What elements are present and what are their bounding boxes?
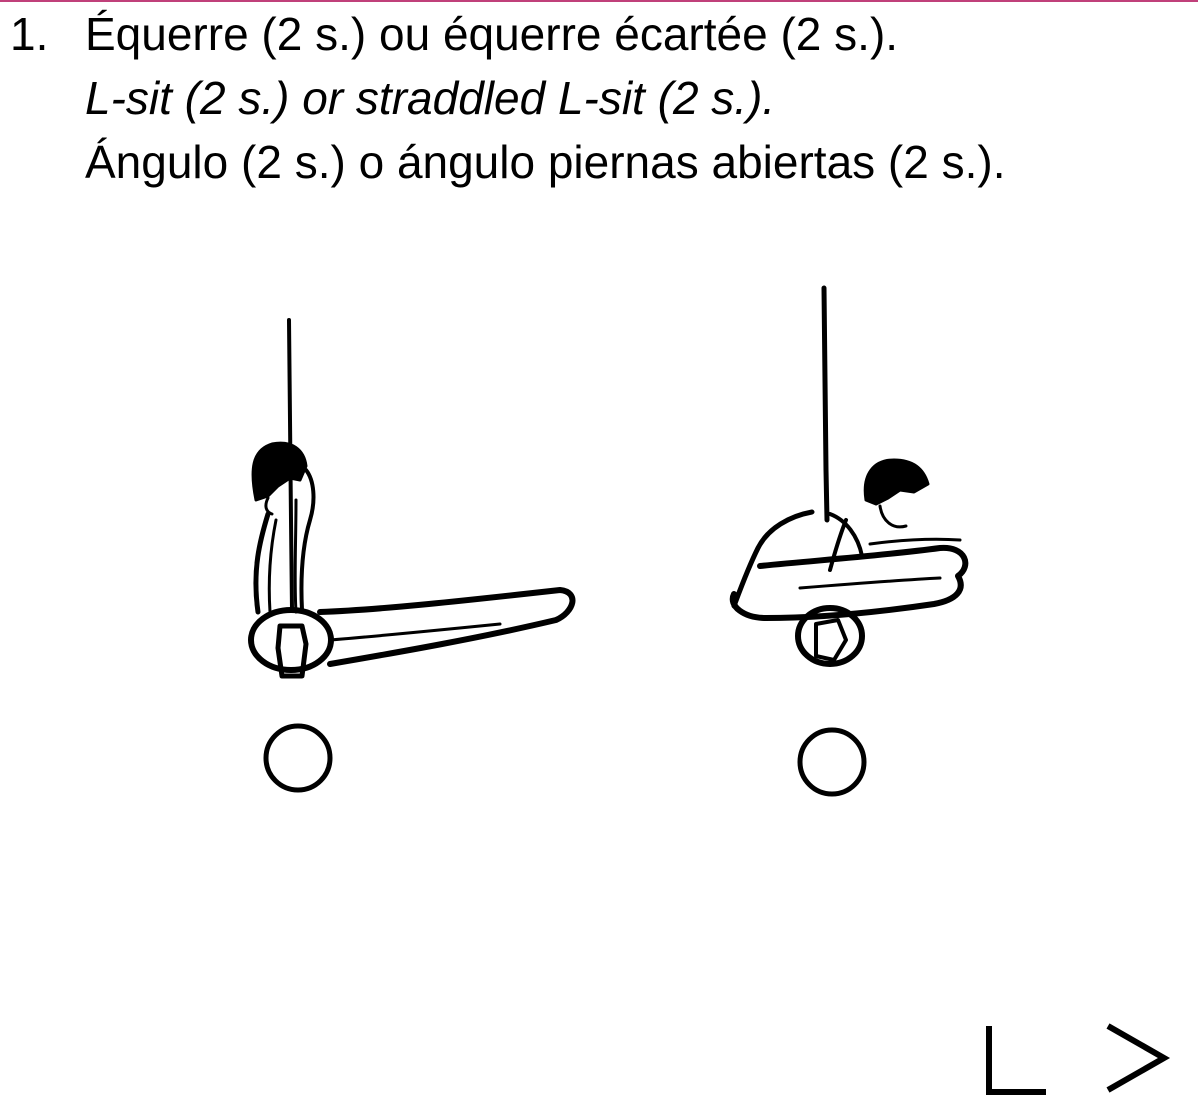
arm	[828, 518, 848, 572]
ring-strap	[821, 285, 830, 523]
head	[863, 458, 930, 506]
ring	[795, 605, 865, 667]
arm	[299, 468, 316, 612]
element-name-spanish: Ángulo (2 s.) o ángulo piernas abiertas …	[85, 136, 1006, 188]
ring-position-marker	[797, 727, 867, 797]
element-number: 1.	[10, 8, 49, 60]
ring-position-marker	[263, 723, 333, 793]
legs	[317, 587, 576, 667]
difficulty-symbols	[986, 1023, 1171, 1095]
element-name-french: Équerre (2 s.) ou équerre écartée (2 s.)…	[85, 8, 899, 60]
legs	[729, 544, 969, 621]
element-name-english: L-sit (2 s.) or straddled L-sit (2 s.).	[85, 72, 776, 124]
top-rule	[0, 0, 1198, 2]
difficulty-symbol-greater-than	[1106, 1023, 1171, 1093]
torso	[253, 511, 271, 615]
head	[251, 441, 308, 502]
difficulty-symbol-l	[986, 1026, 1046, 1095]
torso	[731, 509, 815, 609]
